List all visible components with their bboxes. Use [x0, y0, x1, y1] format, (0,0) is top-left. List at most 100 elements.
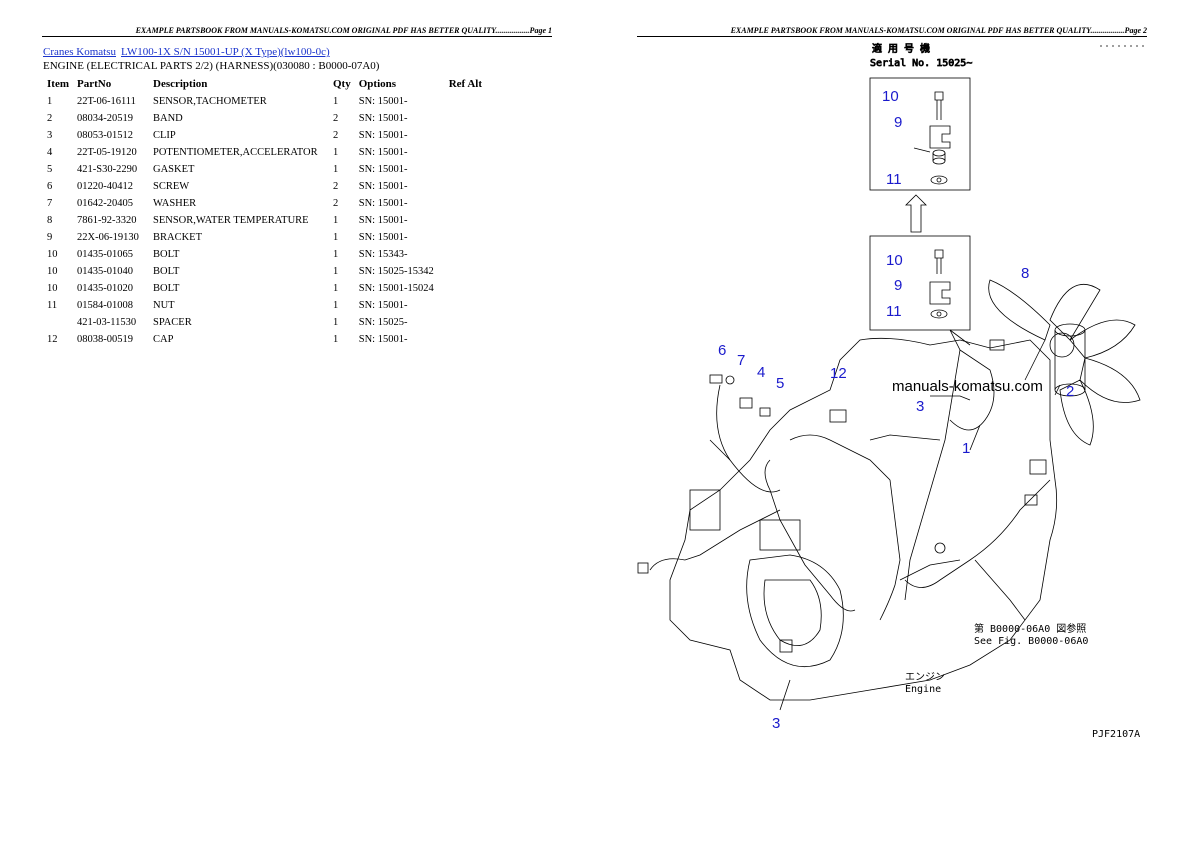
callout-7: 7 [737, 352, 745, 369]
detail-box-lower [869, 235, 971, 331]
see-fig-en-label: See Fig. B0000-06A0 [974, 636, 1088, 647]
callout-11-upper: 11 [886, 171, 902, 188]
serial-jp-label: 適 用 号 機 [872, 42, 930, 55]
options-cell: SN: 15001- [358, 96, 408, 107]
refalt-cell [445, 127, 493, 144]
section-title: ENGINE (ELECTRICAL PARTS 2/2) (HARNESS)(… [43, 60, 380, 72]
col-header-partno: PartNo [77, 77, 112, 90]
callout-5: 5 [776, 375, 784, 392]
qty-cell: 1 [333, 266, 339, 277]
breadcrumb-link-model[interactable]: LW100-1X S/N 15001-UP (X Type)(lw100-0c) [121, 46, 330, 58]
partno-cell: 01435-01040 [77, 266, 133, 277]
engine-en-label: Engine [905, 684, 941, 695]
description-cell: SCREW [153, 181, 190, 192]
item-cell: 2 [47, 113, 53, 124]
qty-cell: 1 [333, 300, 339, 311]
options-cell: SN: 15001- [358, 181, 408, 192]
figure-code: PJF2107A [1092, 729, 1140, 740]
qty-cell: 1 [333, 334, 339, 345]
callout-10-lower: 10 [886, 252, 903, 269]
refalt-cell [445, 314, 493, 331]
col-header-qty: Qty [333, 77, 351, 90]
description-cell: SENSOR,WATER TEMPERATURE [153, 215, 309, 226]
refalt-cell [445, 144, 493, 161]
refalt-cell [445, 110, 493, 127]
refalt-cell [445, 331, 493, 348]
partno-cell: 01584-01008 [77, 300, 133, 311]
item-cell: 10 [47, 283, 58, 294]
qty-cell: 2 [333, 130, 339, 141]
table-row: 2 08034-20519 BAND 2 SN: 15001- [43, 110, 493, 127]
partno-cell: 421-03-11530 [77, 317, 137, 328]
refalt-cell [445, 178, 493, 195]
description-cell: BRACKET [153, 232, 203, 243]
options-cell: SN: 15001- [358, 113, 408, 124]
partno-cell: 22X-06-19130 [77, 232, 139, 243]
see-fig-jp-label: 第 B0000-06A0 図参照 [974, 622, 1086, 635]
callout-11-lower: 11 [886, 303, 902, 320]
partno-cell: 08034-20519 [77, 113, 133, 124]
callout-8: 8 [1021, 265, 1029, 282]
item-cell: 11 [47, 300, 58, 311]
item-cell: 1 [47, 96, 53, 107]
description-cell: BOLT [153, 266, 180, 277]
qty-cell: 2 [333, 181, 339, 192]
description-cell: BOLT [153, 249, 180, 260]
table-row: 421-03-11530 SPACER 1 SN: 15025- [43, 314, 493, 331]
refalt-cell [445, 263, 493, 280]
partno-cell: 08038-00519 [77, 334, 133, 345]
refalt-cell [445, 297, 493, 314]
options-cell: SN: 15001- [358, 232, 408, 243]
options-cell: SN: 15001- [358, 334, 408, 345]
refalt-cell [445, 161, 493, 178]
qty-cell: 1 [333, 215, 339, 226]
item-cell: 10 [47, 266, 58, 277]
qty-cell: 1 [333, 283, 339, 294]
parts-table: Item PartNo Description Qty Options Ref … [43, 76, 493, 348]
qty-cell: 1 [333, 317, 339, 328]
options-cell: SN: 15001- [358, 164, 408, 175]
description-cell: SENSOR,TACHOMETER [153, 96, 267, 107]
partno-cell: 01642-20405 [77, 198, 133, 209]
qty-cell: 1 [333, 96, 339, 107]
refalt-cell [445, 280, 493, 297]
description-cell: CLIP [153, 130, 176, 141]
callout-9-lower: 9 [894, 277, 902, 294]
item-cell: 3 [47, 130, 53, 141]
engine-jp-label: エンジン [905, 672, 945, 683]
engine-harness-diagram: 適 用 号 機 Serial No. 15025~ [637, 42, 1145, 740]
qty-cell: 2 [333, 113, 339, 124]
description-cell: SPACER [153, 317, 192, 328]
options-cell: SN: 15343- [358, 249, 408, 260]
options-cell: SN: 15001- [358, 198, 408, 209]
serial-en-label: Serial No. 15025~ [870, 58, 972, 69]
item-cell: 9 [47, 232, 53, 243]
partno-cell: 01435-01065 [77, 249, 133, 260]
breadcrumb-link-catalog[interactable]: Cranes Komatsu [43, 46, 117, 58]
partno-cell: 22T-05-19120 [77, 147, 137, 158]
options-cell: SN: 15001- [358, 300, 408, 311]
page-header-1: EXAMPLE PARTSBOOK FROM MANUALS-KOMATSU.C… [42, 26, 552, 37]
partno-cell: 421-S30-2290 [77, 164, 138, 175]
description-cell: BAND [153, 113, 183, 124]
options-cell: SN: 15025- [358, 317, 408, 328]
callout-6: 6 [718, 342, 726, 359]
qty-cell: 1 [333, 249, 339, 260]
breadcrumb: Cranes Komatsu LW100-1X S/N 15001-UP (X T… [43, 46, 335, 58]
qty-cell: 1 [333, 164, 339, 175]
description-cell: WASHER [153, 198, 197, 209]
options-cell: SN: 15001- [358, 215, 408, 226]
description-cell: POTENTIOMETER,ACCELERATOR [153, 147, 318, 158]
options-cell: SN: 15001- [358, 130, 408, 141]
callout-12: 12 [830, 365, 847, 382]
